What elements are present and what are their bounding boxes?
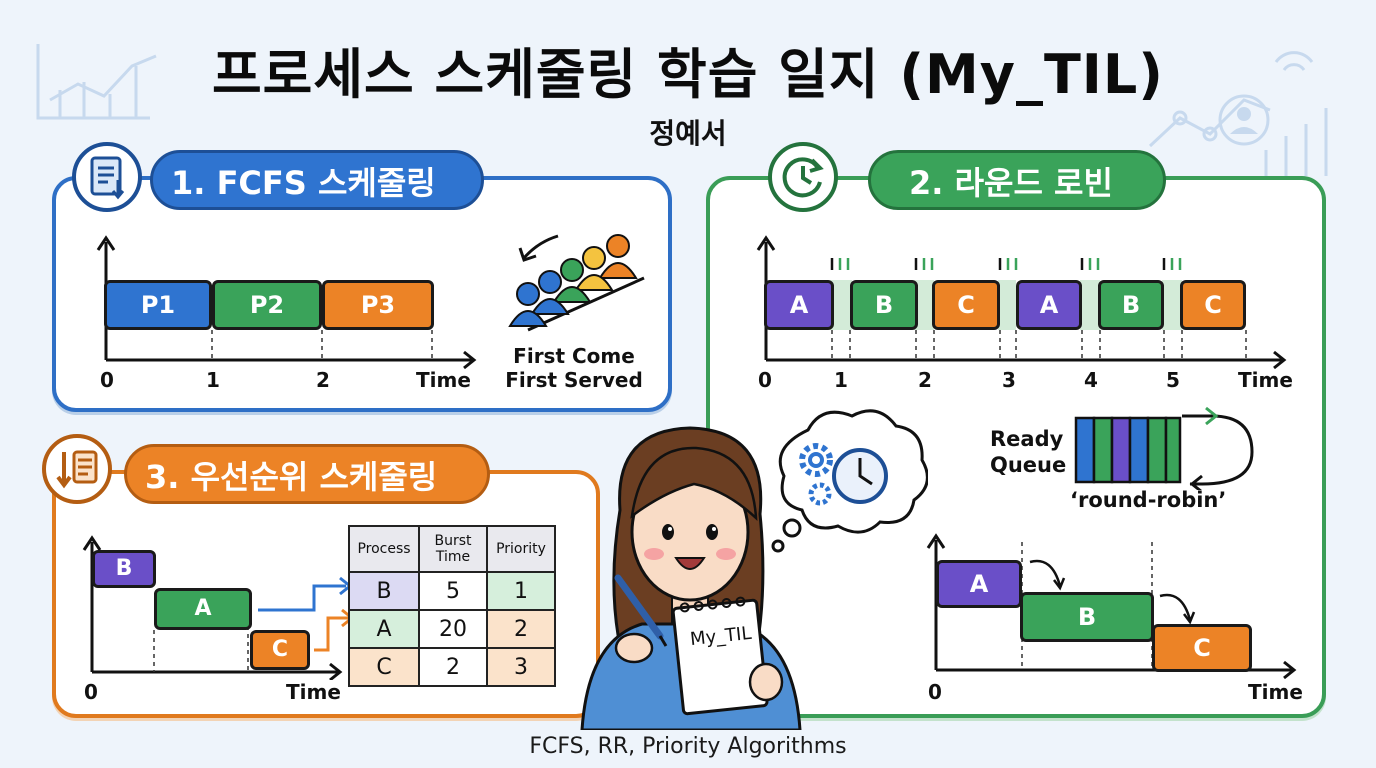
rr-icon-badge xyxy=(768,142,838,212)
table-cell: 20 xyxy=(418,609,488,649)
table-header-priority: Priority xyxy=(486,525,556,573)
priority-heading: 3. 우선순위 스케줄링 xyxy=(124,444,490,504)
rr-gantt2-bar-b: B xyxy=(1020,592,1154,642)
ready-queue-label-line1: Ready xyxy=(990,427,1064,451)
fcfs-tick-1: 1 xyxy=(206,368,220,392)
priority-table: Process Burst Time Priority B 5 1 A 20 2… xyxy=(348,525,556,687)
table-header-burst: Burst Time xyxy=(418,525,488,573)
page-title: 프로세스 스케줄링 학습 일지 (My_TIL) xyxy=(212,43,1164,106)
rr-bar-b1: B xyxy=(850,280,918,330)
ready-queue-label-line2: Queue xyxy=(990,453,1067,477)
priority-tick-0: 0 xyxy=(84,680,98,704)
table-row: B 5 1 xyxy=(348,571,556,611)
queue-people-icon xyxy=(508,234,645,332)
rr-bar-a1: A xyxy=(764,280,834,330)
table-row: A 20 2 xyxy=(348,609,556,649)
round-robin-caption: ‘round-robin’ xyxy=(1070,488,1227,512)
fcfs-tick-2: 2 xyxy=(316,368,330,392)
priority-icon-badge xyxy=(42,434,112,504)
table-cell: 2 xyxy=(486,609,556,649)
table-cell: 1 xyxy=(486,571,556,611)
table-cell: A xyxy=(348,609,420,649)
rr-tick-0: 0 xyxy=(758,368,772,392)
footer-caption: FCFS, RR, Priority Algorithms xyxy=(529,734,847,759)
ready-queue-graphic xyxy=(1074,406,1254,490)
rr-gantt2-bar-a: A xyxy=(936,560,1022,608)
priority-bar-c: C xyxy=(250,630,310,670)
rr-bar-c2: C xyxy=(1180,280,1246,330)
table-cell: B xyxy=(348,571,420,611)
rr-gantt2-bar-c: C xyxy=(1152,624,1252,672)
rr-gantt2-time-label: Time xyxy=(1248,680,1303,704)
table-cell: C xyxy=(348,647,420,687)
table-cell: 3 xyxy=(486,647,556,687)
table-cell: 5 xyxy=(418,571,488,611)
table-cell: 2 xyxy=(418,647,488,687)
priority-time-label: Time xyxy=(286,680,341,704)
fcfs-tick-0: 0 xyxy=(100,368,114,392)
rr-tick-1: 1 xyxy=(834,368,848,392)
fcfs-bar-p1: P1 xyxy=(104,280,212,330)
rr-tick-3: 3 xyxy=(1002,368,1016,392)
rr-gantt2-tick-0: 0 xyxy=(928,680,942,704)
rr-tick-2: 2 xyxy=(918,368,932,392)
clock-cycle-icon xyxy=(782,157,824,198)
fcfs-heading: 1. FCFS 스케줄링 xyxy=(150,150,484,210)
rr-bar-a2: A xyxy=(1016,280,1082,330)
table-header-process: Process xyxy=(348,525,420,573)
document-list-icon xyxy=(90,156,125,200)
fcfs-icon-badge xyxy=(72,142,142,212)
fcfs-caption-line2: First Served xyxy=(505,368,643,392)
fcfs-bar-p2: P2 xyxy=(212,280,322,330)
author-name: 정예서 xyxy=(649,117,727,150)
table-row: C 2 3 xyxy=(348,647,556,687)
rr-bar-c1: C xyxy=(932,280,1000,330)
thought-bubble-gears-icon xyxy=(771,409,928,553)
fcfs-caption-line1: First Come xyxy=(513,344,635,368)
rr-axes xyxy=(756,235,1287,370)
sort-document-icon xyxy=(56,450,98,489)
priority-bar-b: B xyxy=(92,550,156,588)
rr-heading: 2. 라운드 로빈 xyxy=(868,150,1166,210)
fcfs-time-label: Time xyxy=(416,368,471,392)
priority-bar-a: A xyxy=(154,588,252,630)
rr-tick-5: 5 xyxy=(1166,368,1180,392)
fcfs-bar-p3: P3 xyxy=(322,280,434,330)
rr-bar-b2: B xyxy=(1098,280,1164,330)
priority-arrows xyxy=(258,576,355,652)
rr-tick-4: 4 xyxy=(1084,368,1098,392)
student-character-illustration xyxy=(580,426,802,730)
rr-time-label: Time xyxy=(1238,368,1293,392)
